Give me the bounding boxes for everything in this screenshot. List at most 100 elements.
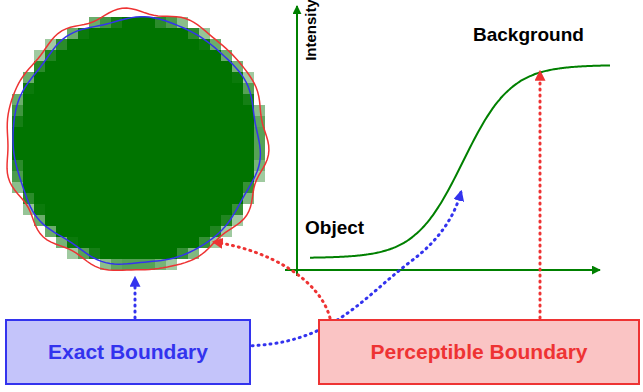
pixel bbox=[89, 204, 100, 215]
pixel bbox=[100, 72, 111, 83]
pixel bbox=[221, 127, 232, 138]
pixel bbox=[210, 193, 221, 204]
pixel bbox=[221, 204, 232, 215]
pixel bbox=[133, 61, 144, 72]
pixel bbox=[34, 116, 45, 127]
pixel bbox=[89, 50, 100, 61]
pixel bbox=[210, 204, 221, 215]
pixel bbox=[243, 138, 254, 149]
pixel bbox=[177, 160, 188, 171]
pixel bbox=[199, 138, 210, 149]
pixel bbox=[45, 160, 56, 171]
pixel bbox=[89, 61, 100, 72]
pixel bbox=[210, 160, 221, 171]
pixel bbox=[67, 204, 78, 215]
box-label: Exact Boundary bbox=[48, 340, 208, 364]
pixel bbox=[89, 39, 100, 50]
box-label: Perceptible Boundary bbox=[370, 340, 587, 364]
pixel bbox=[177, 94, 188, 105]
pixel bbox=[45, 72, 56, 83]
pixel bbox=[210, 116, 221, 127]
pixel bbox=[78, 160, 89, 171]
pixel bbox=[100, 215, 111, 226]
pixel bbox=[155, 204, 166, 215]
pixel bbox=[155, 105, 166, 116]
pixel bbox=[210, 105, 221, 116]
pixel bbox=[133, 39, 144, 50]
pixel bbox=[23, 149, 34, 160]
pixel bbox=[111, 28, 122, 39]
pixel bbox=[45, 215, 56, 226]
pixel bbox=[133, 127, 144, 138]
pixel bbox=[155, 248, 166, 259]
pixel bbox=[188, 72, 199, 83]
pixel bbox=[67, 94, 78, 105]
pixel bbox=[210, 94, 221, 105]
pixel bbox=[78, 226, 89, 237]
pixel bbox=[210, 149, 221, 160]
pixel bbox=[221, 182, 232, 193]
pixel bbox=[34, 182, 45, 193]
pixel bbox=[67, 226, 78, 237]
pixel bbox=[78, 204, 89, 215]
pixel bbox=[122, 193, 133, 204]
pixel bbox=[232, 138, 243, 149]
pixel bbox=[166, 39, 177, 50]
pixel bbox=[232, 105, 243, 116]
pixel bbox=[34, 171, 45, 182]
pixel bbox=[67, 127, 78, 138]
pixel bbox=[188, 182, 199, 193]
pixel bbox=[177, 39, 188, 50]
pixel bbox=[78, 105, 89, 116]
pixel bbox=[177, 215, 188, 226]
pixel bbox=[144, 50, 155, 61]
pixel bbox=[56, 182, 67, 193]
pixel bbox=[67, 116, 78, 127]
y-axis bbox=[296, 6, 298, 276]
pixel bbox=[78, 237, 89, 248]
pixel bbox=[56, 138, 67, 149]
pixel bbox=[199, 39, 210, 50]
pixel bbox=[100, 83, 111, 94]
pixel bbox=[232, 171, 243, 182]
pixel bbox=[221, 72, 232, 83]
pixel bbox=[56, 226, 67, 237]
pixel bbox=[67, 39, 78, 50]
pixel bbox=[243, 127, 254, 138]
pixel bbox=[111, 105, 122, 116]
pixel bbox=[111, 160, 122, 171]
pixel bbox=[210, 72, 221, 83]
pixel bbox=[56, 116, 67, 127]
pixel bbox=[122, 61, 133, 72]
pixel bbox=[166, 193, 177, 204]
pixel bbox=[67, 50, 78, 61]
pixel bbox=[122, 116, 133, 127]
pixel bbox=[199, 182, 210, 193]
pixel bbox=[199, 215, 210, 226]
pixel bbox=[221, 149, 232, 160]
pixel bbox=[122, 171, 133, 182]
pixel bbox=[78, 61, 89, 72]
pixel bbox=[100, 39, 111, 50]
pixel bbox=[111, 237, 122, 248]
pixel bbox=[45, 61, 56, 72]
pixel bbox=[133, 171, 144, 182]
pixel bbox=[133, 50, 144, 61]
pixel bbox=[89, 171, 100, 182]
pixel bbox=[210, 215, 221, 226]
pixel bbox=[144, 94, 155, 105]
pixel bbox=[56, 105, 67, 116]
pixel bbox=[67, 149, 78, 160]
pixel bbox=[188, 116, 199, 127]
pixel bbox=[133, 72, 144, 83]
pixel bbox=[133, 83, 144, 94]
pixel bbox=[166, 259, 177, 270]
pixel bbox=[199, 94, 210, 105]
pixel bbox=[144, 83, 155, 94]
pixel bbox=[122, 50, 133, 61]
pixel bbox=[122, 72, 133, 83]
pixel bbox=[111, 193, 122, 204]
pixel bbox=[23, 116, 34, 127]
pixel bbox=[221, 94, 232, 105]
pixel bbox=[78, 39, 89, 50]
